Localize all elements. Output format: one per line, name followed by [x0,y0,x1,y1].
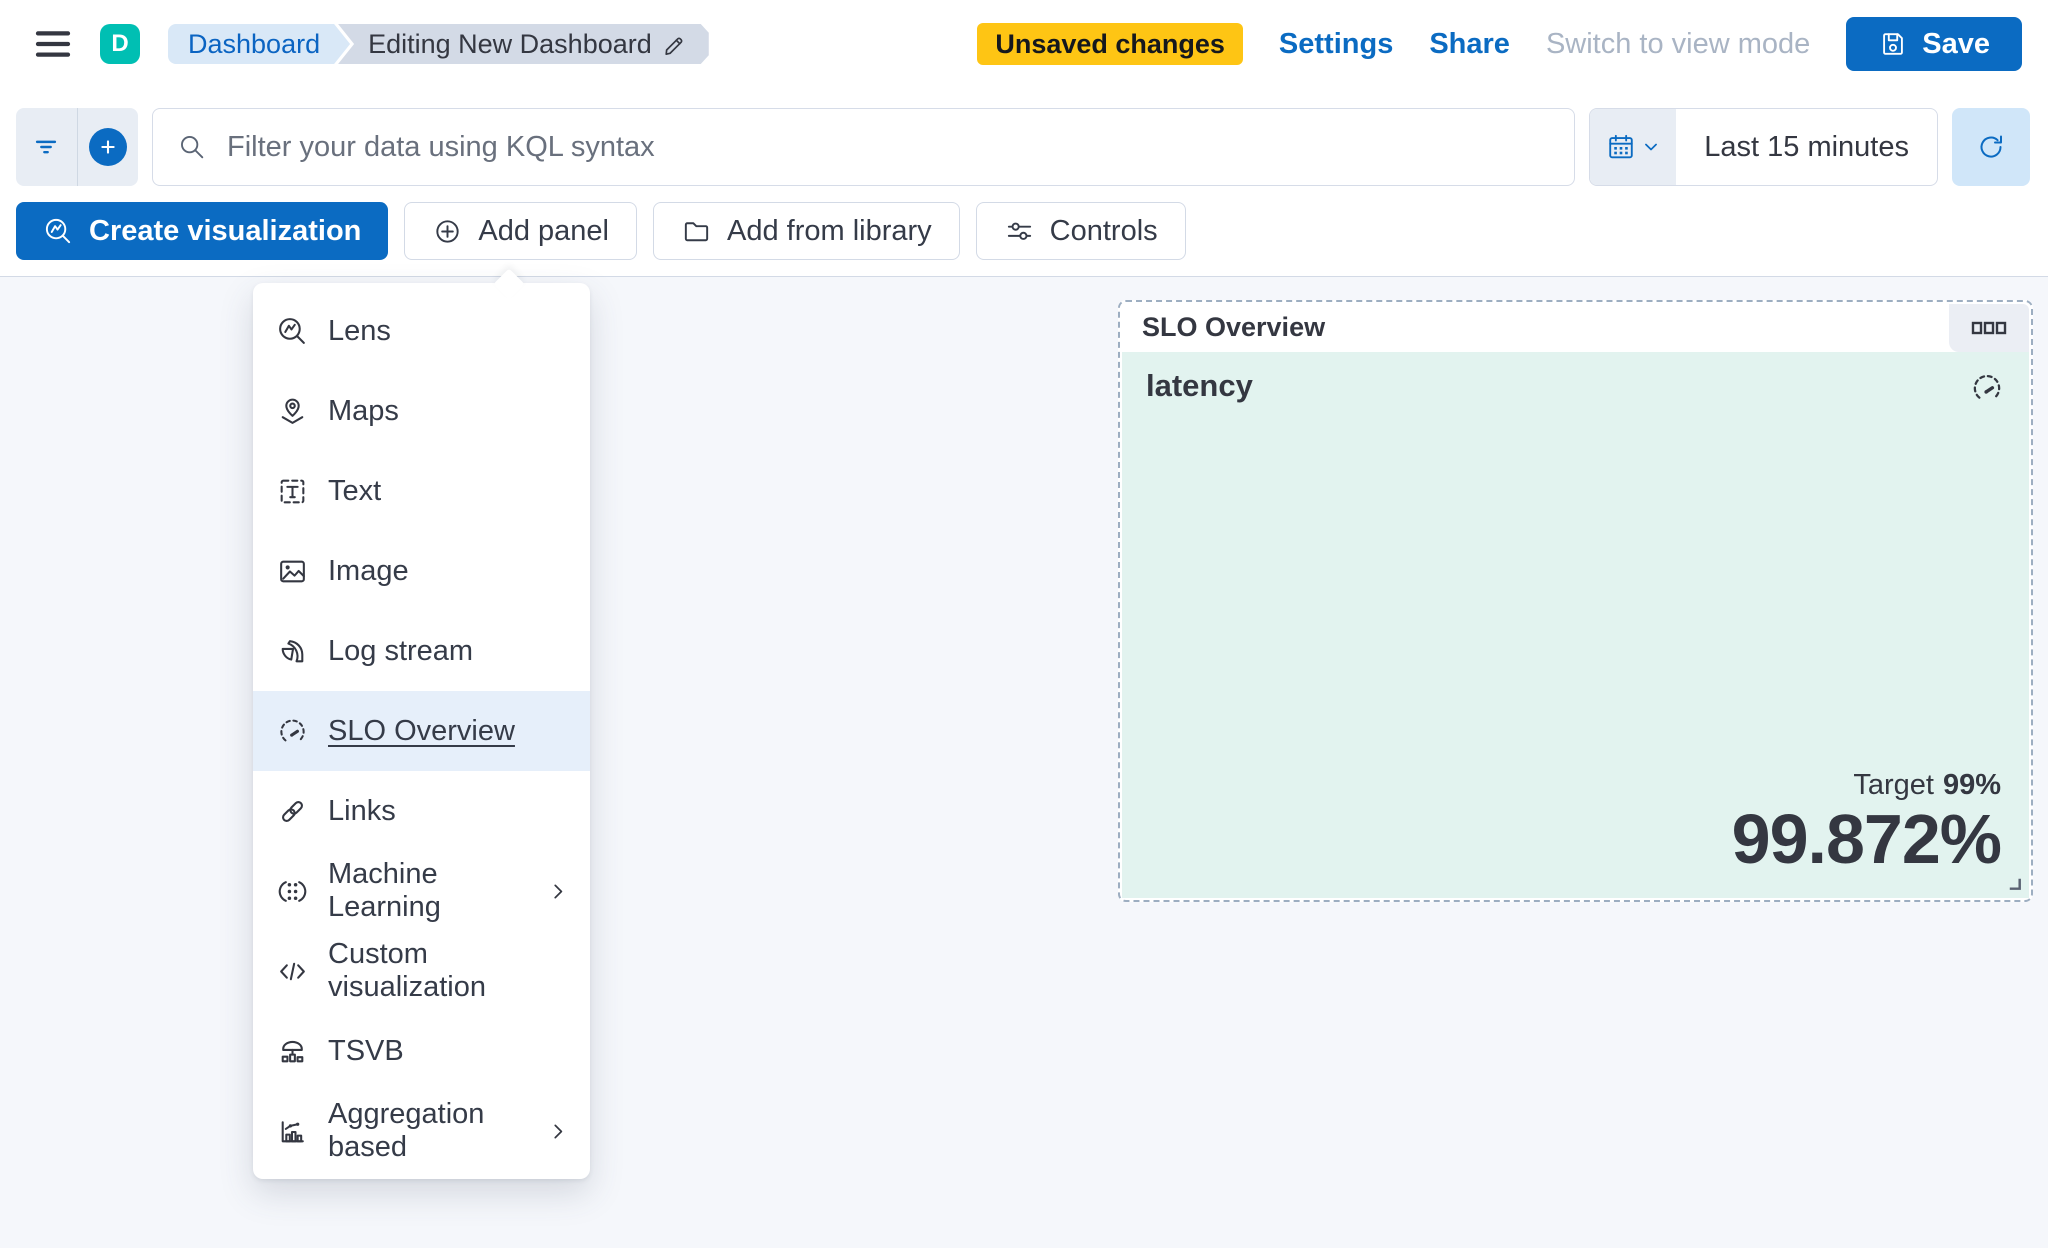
plus-icon [96,135,120,159]
add-filter-plus-circle [88,128,127,166]
menu-item-label: Text [328,474,382,507]
refresh-button[interactable] [1952,108,2030,186]
create-visualization-button[interactable]: Create visualization [16,202,389,260]
save-icon [1878,29,1908,59]
aggchart-icon [276,1115,309,1148]
calendar-icon [1606,132,1636,162]
chevron-down-icon [1642,138,1660,156]
breadcrumb: Dashboard Editing New Dashboard [168,24,709,64]
menu-item-label: Machine Learning [328,858,441,923]
menu-item-log-stream[interactable]: Log stream [253,611,590,691]
menu-item-label: Links [328,794,396,827]
gauge-icon [1969,370,2005,406]
menu-item-label: TSVB [328,1034,404,1067]
resize-handle-icon[interactable] [2006,875,2023,892]
hamburger-menu-icon[interactable] [30,24,76,64]
filter-button-group [16,108,138,186]
add-from-library-label: Add from library [727,214,932,247]
slo-metric-name: latency [1146,368,1253,403]
gauge-icon [276,715,309,748]
calendar-menu-button[interactable] [1590,109,1677,185]
lens-icon [43,216,74,247]
menu-item-label: SLO Overview [328,714,515,747]
switch-view-mode-link[interactable]: Switch to view mode [1545,27,1811,60]
toolbar-divider [0,276,2048,277]
menu-item-label: Image [328,554,409,587]
saved-query-menu-button[interactable] [16,108,77,186]
text-icon [276,475,309,508]
menu-item-label: Lens [328,314,391,347]
save-button[interactable]: Save [1846,17,2022,71]
refresh-icon [1975,131,2007,163]
space-avatar[interactable]: D [100,24,140,64]
menu-item-image[interactable]: Image [253,531,590,611]
menu-item-label: Maps [328,394,399,427]
menu-item-text[interactable]: Text [253,451,590,531]
menu-item-aggregation-based[interactable]: Aggregation based [253,1091,590,1171]
folder-icon [681,216,712,247]
top-header: D Dashboard Editing New Dashboard Unsave… [0,0,2048,88]
breadcrumb-current-page[interactable]: Editing New Dashboard [338,24,709,64]
menu-item-tsvb[interactable]: TSVB [253,1011,590,1091]
menu-item-maps[interactable]: Maps [253,371,590,451]
add-panel-button[interactable]: Add panel [404,202,637,260]
image-icon [276,555,309,588]
plus-circle-icon [432,216,463,247]
menu-item-lens[interactable]: Lens [253,291,590,371]
filter-icon [31,132,61,162]
menu-item-machine-learning[interactable]: Machine Learning [253,851,590,931]
controls-button[interactable]: Controls [975,202,1186,260]
header-actions: Unsaved changes Settings Share Switch to… [977,17,2022,71]
code-icon [276,955,309,988]
sliders-icon [1004,216,1035,247]
menu-item-slo-overview[interactable]: SLO Overview [253,691,590,771]
maps-icon [276,395,309,428]
search-icon [177,132,207,162]
chevron-right-icon [547,1120,570,1143]
kql-search-box [152,108,1576,186]
chevron-right-icon [547,880,570,903]
panel-header: SLO Overview [1120,302,2031,352]
menu-item-custom-visualization[interactable]: Custom visualization [253,931,590,1011]
add-from-library-button[interactable]: Add from library [653,202,960,260]
save-button-label: Save [1922,27,1990,60]
link-icon [276,795,309,828]
panel-context-menu-button[interactable] [1949,304,2029,352]
boxes-horizontal-icon [1971,318,2007,338]
breadcrumb-current-label: Editing New Dashboard [368,28,652,59]
menu-item-label: Aggregation based [328,1098,485,1163]
ml-icon [276,875,309,908]
slo-target-label: Target [1853,769,1934,802]
lens-icon [276,315,309,348]
unsaved-changes-badge: Unsaved changes [977,23,1243,65]
panel-title: SLO Overview [1142,311,1326,342]
time-range-picker: Last 15 minutes [1589,108,1938,186]
kql-search-input[interactable] [227,130,1555,164]
add-filter-button[interactable] [76,108,139,186]
logstream-icon [276,635,309,668]
time-range-value[interactable]: Last 15 minutes [1704,130,1909,163]
menu-item-label: Custom visualization [328,938,486,1003]
share-link[interactable]: Share [1429,27,1510,60]
settings-link[interactable]: Settings [1278,27,1394,60]
query-bar: Last 15 minutes [0,88,2048,186]
slo-value: 99.872% [1731,800,2002,879]
menu-item-links[interactable]: Links [253,771,590,851]
slo-target-value: 99% [1942,769,2001,802]
edit-title-pencil-icon[interactable] [662,31,689,58]
dashboard-toolbar: Create visualization Add panel Add from … [0,202,2048,260]
create-visualization-label: Create visualization [89,214,362,247]
tsvb-icon [276,1035,309,1068]
breadcrumb-dashboard[interactable]: Dashboard [168,24,350,64]
menu-item-label: Log stream [328,634,474,667]
add-panel-label: Add panel [478,214,609,247]
controls-label: Controls [1049,214,1158,247]
